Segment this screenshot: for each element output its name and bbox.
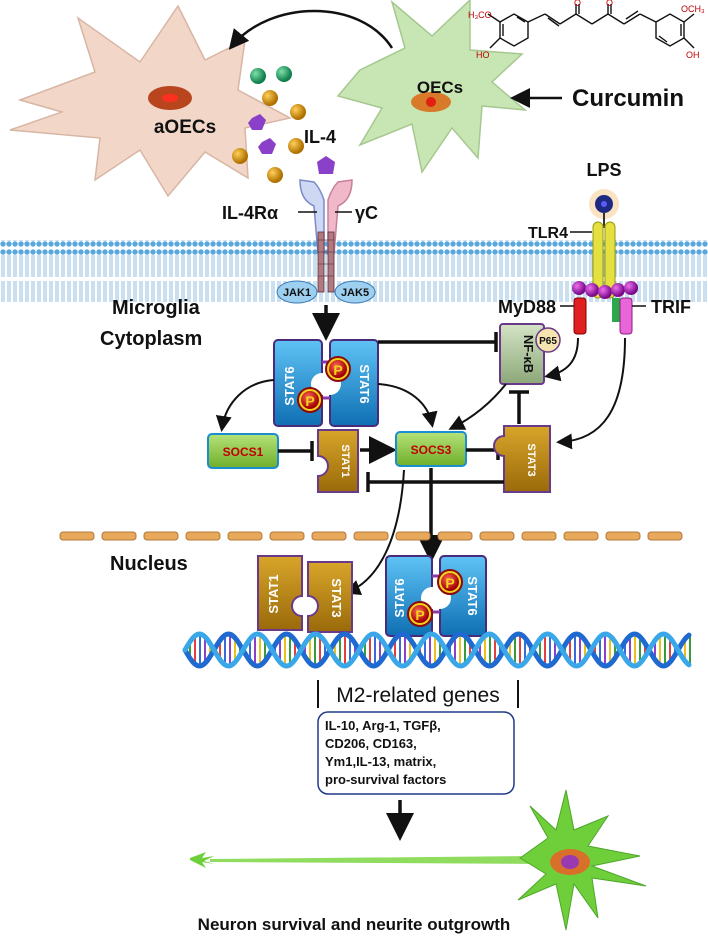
stat1-cytoplasm: [317, 429, 359, 493]
activation-arrow: [228, 9, 394, 50]
phospho-label-4: P: [415, 607, 424, 623]
curcumin-h3co: H₃CO: [468, 10, 492, 20]
oecs-label: OECs: [417, 78, 463, 97]
trif-to-stat3-arrow: [556, 337, 626, 450]
genes-line-2: CD206, CD163,: [325, 736, 417, 751]
jak5-label: JAK5: [341, 287, 369, 299]
stat1-nuc-label: STAT1: [266, 574, 281, 613]
stat6-dimer-nucleus: [385, 555, 487, 637]
dna-helix: [182, 631, 692, 669]
myd88-label: MyD88: [498, 297, 556, 317]
stat6-to-socs1-arrow: [215, 379, 275, 432]
il4-label: IL-4: [304, 127, 336, 147]
curcumin-label: Curcumin: [572, 85, 684, 112]
lps-label: LPS: [586, 160, 621, 180]
stat6-right-label: STAT6: [357, 364, 372, 403]
stat3-cyto-label: STAT3: [525, 443, 537, 476]
oecs-cell: [336, 0, 528, 174]
outcome-label: Neuron survival and neurite outgrowth: [198, 915, 511, 934]
p65-circle: [535, 327, 561, 353]
stat6-nuc-left-label: STAT6: [392, 578, 407, 617]
nfkb-box: [499, 323, 545, 385]
cytoplasm-label: Cytoplasm: [100, 328, 202, 350]
secreted-factors: [232, 66, 306, 183]
nfkb-label: NF-κB: [521, 335, 536, 373]
il4-receptor: [299, 156, 353, 293]
tlr4-label: TLR4: [528, 225, 568, 242]
jak5-oval: [334, 280, 376, 304]
stat6-to-socs3-arrow: [377, 383, 438, 428]
socs3-label: SOCS3: [411, 443, 452, 457]
stat1-nucleus: [257, 555, 303, 631]
nucleus-label: Nucleus: [110, 553, 188, 575]
genes-list-box: [317, 711, 515, 795]
stat6-left-label: STAT6: [282, 366, 297, 405]
phospho-label-1: P: [333, 362, 342, 378]
socs1-label: SOCS1: [223, 445, 264, 459]
stat1-cyto-label: STAT1: [339, 444, 351, 477]
curcumin-ho-left: HO: [476, 50, 490, 60]
curcumin-structure: [487, 4, 695, 49]
aoecs-label: aOECs: [154, 117, 216, 138]
curcumin-o-right: O: [606, 0, 613, 8]
myd88-adaptor: [573, 297, 587, 335]
tlr4-receptor: [592, 221, 616, 299]
gamma-c-label: γC: [355, 203, 378, 223]
stat6-nuc-right-label: STAT6: [465, 576, 480, 615]
curcumin-och3: OCH₃: [681, 4, 705, 14]
jak1-label: JAK1: [283, 287, 311, 299]
stat-to-nucleus-arrow: [344, 469, 405, 595]
genes-line-1: IL-10, Arg-1, TGFβ,: [325, 718, 441, 733]
tir-domains: [572, 281, 638, 299]
phospho-label-2: P: [305, 393, 314, 409]
p65-label: P65: [539, 336, 557, 347]
myd88-to-nfkb-arrow: [544, 337, 579, 382]
phospho-label-3: P: [445, 575, 454, 591]
nuclear-envelope: [59, 531, 683, 541]
m2-genes-label: M2-related genes: [336, 684, 499, 707]
trif-adaptor: [619, 297, 633, 335]
genes-line-3: Ym1,IL-13, matrix,: [325, 754, 436, 769]
curcumin-o-left: O: [574, 0, 581, 8]
curcumin-oh-right: OH: [686, 50, 700, 60]
microglia-label: Microglia: [112, 297, 201, 319]
genes-line-4: pro-survival factors: [325, 772, 446, 787]
neuron: [190, 789, 647, 931]
aoecs-cell: [9, 4, 293, 198]
stat3-nucleus: [307, 561, 353, 633]
il4ra-label: IL-4Rα: [222, 203, 278, 223]
nfkb-to-socs3-arrow: [448, 383, 507, 430]
stat3-cytoplasm: [493, 425, 551, 493]
trif-label: TRIF: [651, 297, 691, 317]
jak1-oval: [276, 280, 318, 304]
stat6-dimer-cytoplasm: [273, 339, 379, 427]
stat3-nuc-label: STAT3: [329, 578, 344, 617]
